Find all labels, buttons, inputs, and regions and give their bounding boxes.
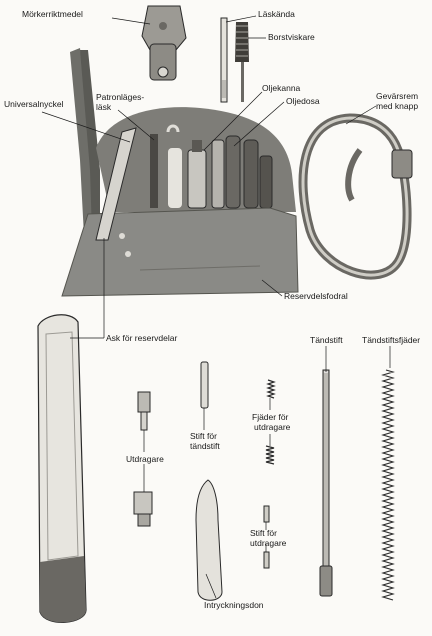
- label-stift-tandstift-line1: Stift för: [190, 431, 217, 441]
- labels: Mörkerriktmedel Läskända Borstviskare Ol…: [4, 9, 420, 610]
- pouch-oil-can: [187, 149, 207, 209]
- firing-pin: [319, 369, 333, 597]
- label-intryckningsdon: Intryckningsdon: [204, 600, 264, 610]
- firing-pin-spring: [381, 369, 395, 601]
- label-gevarsrem-line1: Gevärsrem: [376, 91, 418, 101]
- pouch-tool-rod: [150, 134, 158, 208]
- label-patronlages-line2: läsk: [96, 102, 112, 112]
- label-stift-utdragare-line1: Stift för: [250, 528, 277, 538]
- firing-pin-retaining-pin: [200, 361, 209, 409]
- firing-pin-spring-coils: [381, 369, 395, 601]
- label-oljedosa: Oljedosa: [286, 96, 320, 106]
- label-fjader-utdragare-line1: Fjäder för: [252, 412, 289, 422]
- label-laskanda: Läskända: [258, 9, 295, 19]
- cleaning-rod-end: [220, 17, 228, 103]
- press-tool: [195, 479, 223, 601]
- leader-lines: [41, 15, 391, 599]
- label-oljekanna: Oljekanna: [262, 83, 301, 93]
- label-reservdelsfodral: Reservdelsfodral: [284, 291, 348, 301]
- label-morkerriktmedel: Mörkerriktmedel: [22, 9, 83, 19]
- label-ask-for-reservdelar: Ask för reservdelar: [106, 333, 177, 343]
- label-tandstiftsfjader: Tändstiftsfjäder: [362, 335, 420, 345]
- label-stift-utdragare-line2: utdragare: [250, 538, 287, 548]
- extractor-pin-top: [263, 505, 270, 523]
- rifle-sling: [298, 113, 413, 280]
- label-stift-tandstift-line2: tändstift: [190, 441, 220, 451]
- spare-parts-box: [37, 314, 87, 623]
- label-tandstift: Tändstift: [310, 335, 343, 345]
- bore-brush: [235, 22, 249, 102]
- label-gevarsrem-line2: med knapp: [376, 101, 418, 111]
- extractor-spring-top: [266, 379, 276, 399]
- universal-wrench: [95, 127, 137, 241]
- extractor-bottom: [133, 491, 153, 527]
- night-sight: [141, 5, 187, 81]
- pouch-oil-box: [225, 135, 241, 209]
- label-utdragare: Utdragare: [126, 454, 164, 464]
- pouch-brush: [168, 148, 182, 208]
- label-fjader-utdragare-line2: utdragare: [254, 422, 291, 432]
- extractor-top: [137, 391, 151, 431]
- pouch-strap: [70, 48, 100, 236]
- label-borstviskare: Borstviskare: [268, 32, 315, 42]
- extractor-spring-bottom: [265, 445, 275, 465]
- label-patronlages-line1: Patronläges-: [96, 92, 144, 102]
- label-universalnyckel: Universalnyckel: [4, 99, 64, 109]
- extractor-pin-bottom: [263, 551, 270, 569]
